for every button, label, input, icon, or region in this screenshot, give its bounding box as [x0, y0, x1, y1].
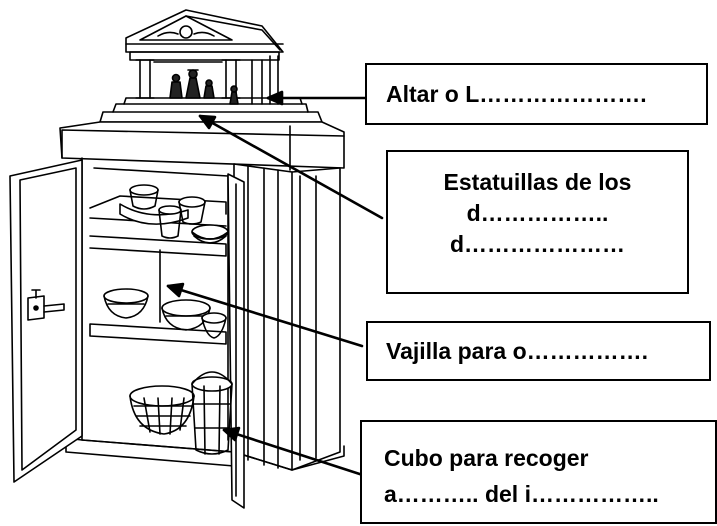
cupboard-doors	[9, 159, 245, 509]
arrow-cubo	[222, 428, 374, 480]
label-vajilla: Vajilla para o…………….	[366, 321, 711, 381]
pottery-top-shelf	[119, 184, 229, 244]
label-altar: Altar o L………………….	[365, 63, 708, 125]
arrowhead-altar	[266, 90, 284, 106]
bowls-middle-shelf	[103, 288, 227, 339]
label-altar-text: Altar o L………………….	[386, 80, 647, 107]
label-statues-line2: d……………..	[466, 200, 609, 226]
temple-shrine	[99, 9, 323, 123]
arrowhead-statues	[198, 114, 217, 130]
arrowhead-cubo	[222, 426, 241, 442]
label-cubo-line2: a……….. del i……………..	[384, 481, 659, 507]
label-cubo: Cubo para recoger a……….. del i……………..	[360, 420, 717, 524]
label-statues-line3: d…………………	[449, 231, 626, 257]
arrow-statues	[198, 114, 384, 220]
arrowhead-vajilla	[166, 282, 185, 298]
cupboard-top	[59, 121, 345, 171]
label-statues: Estatuillas de los d…………….. d…………………	[386, 150, 689, 294]
label-statues-line1: Estatuillas de los	[443, 169, 632, 195]
label-cubo-line1: Cubo para recoger	[384, 445, 589, 471]
basket-and-bucket	[129, 371, 233, 455]
pointer-arrows	[166, 90, 384, 480]
arrow-vajilla	[166, 284, 364, 348]
label-vajilla-text: Vajilla para o…………….	[386, 337, 649, 364]
